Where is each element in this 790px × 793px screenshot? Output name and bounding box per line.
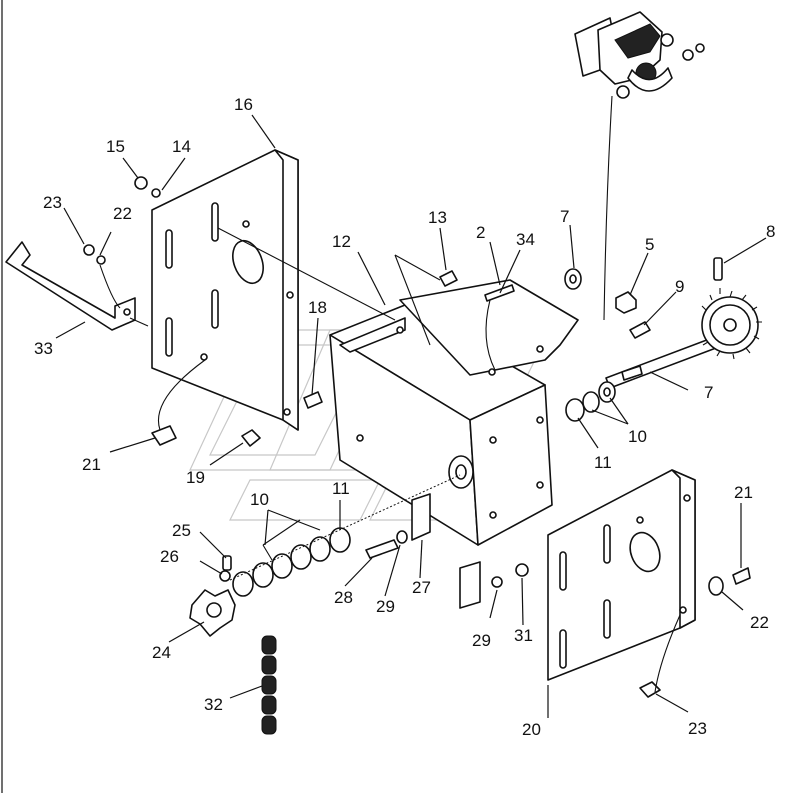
leader-lines [55, 114, 767, 718]
callout-9: 9 [675, 277, 684, 296]
callout-22-right: 22 [750, 613, 769, 632]
fasteners [83, 176, 751, 698]
callout-10-left: 10 [250, 490, 269, 509]
assembly-lines [99, 227, 681, 693]
callout-20: 20 [522, 720, 541, 739]
drive-sprocket-stack [189, 474, 461, 637]
callout-19: 19 [186, 468, 205, 487]
roller-chain [261, 635, 277, 735]
callout-15: 15 [106, 137, 125, 156]
callout-29-left: 29 [376, 597, 395, 616]
drive-motor-assembly [574, 11, 705, 321]
callout-22-left: 22 [113, 204, 132, 223]
callout-14: 14 [172, 137, 191, 156]
bushings-and-washers [564, 268, 637, 422]
callout-11-right: 11 [594, 453, 612, 472]
callout-31: 31 [514, 626, 533, 645]
callout-11-left: 11 [332, 479, 350, 498]
callout-7-shaft: 7 [704, 383, 713, 402]
left-side-plate [151, 149, 299, 431]
callout-21-right: 21 [734, 483, 753, 502]
callout-26: 26 [160, 547, 179, 566]
shaft-and-sprocket [605, 257, 762, 389]
callout-16: 16 [234, 95, 253, 114]
callout-8: 8 [766, 222, 775, 241]
right-side-plate [547, 469, 696, 681]
lower-brackets [365, 493, 503, 609]
callout-32: 32 [204, 695, 223, 714]
callout-2: 2 [476, 223, 485, 242]
callout-12: 12 [332, 232, 351, 251]
callout-7-upper: 7 [560, 207, 569, 226]
callout-29-right: 29 [472, 631, 491, 650]
callout-10-right: 10 [628, 427, 647, 446]
callout-25: 25 [172, 521, 191, 540]
callout-13: 13 [428, 208, 447, 227]
callout-27: 27 [412, 578, 431, 597]
bracket-arm [5, 241, 136, 331]
callout-23-right: 23 [688, 719, 707, 738]
callout-18: 18 [308, 298, 327, 317]
callout-34: 34 [516, 230, 535, 249]
callout-24: 24 [152, 643, 171, 662]
center-housing [329, 279, 579, 546]
callout-labels: 2 34 7 5 8 9 7 10 11 12 13 14 15 16 18 1… [34, 95, 775, 739]
callout-28: 28 [334, 588, 353, 607]
callout-23-left: 23 [43, 193, 62, 212]
callout-33: 33 [34, 339, 53, 358]
callout-5: 5 [645, 235, 654, 254]
callout-21-left: 21 [82, 455, 101, 474]
